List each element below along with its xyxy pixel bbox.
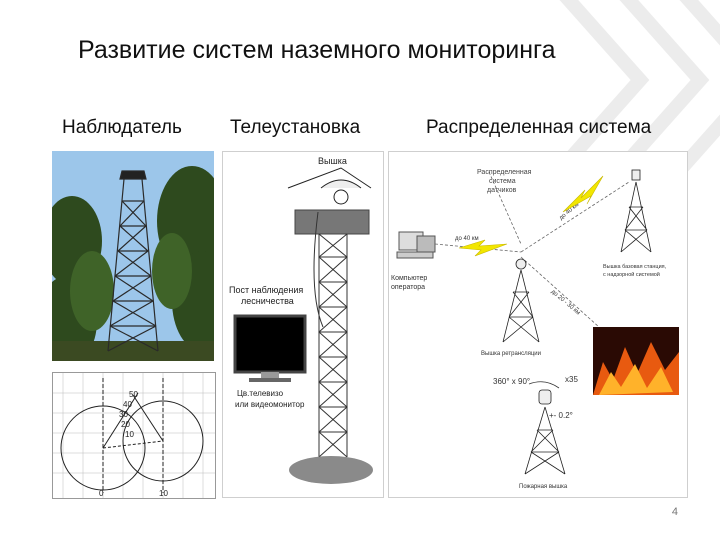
monitor-label-cont: или видеомонитор xyxy=(235,400,305,409)
chart-label: 30 xyxy=(119,410,128,419)
observation-range-chart: 50 40 30 20 10 0 10 xyxy=(52,372,216,499)
chart-label: 0 xyxy=(99,489,104,498)
watch-tower-photo xyxy=(52,151,214,361)
accuracy-label: +- 0.2° xyxy=(549,411,573,420)
rotation-label: 360° x 90° xyxy=(493,377,530,386)
computer-label-2: оператора xyxy=(391,284,425,291)
link-distance-label: до 40 км xyxy=(455,236,479,242)
chart-label: 10 xyxy=(125,430,134,439)
relay-tower-label: Вышка ретрансляции xyxy=(481,351,541,357)
link-distance-label-3: до 40 км xyxy=(558,202,580,222)
page-number: 4 xyxy=(672,506,678,518)
post-label-cont: лесничества xyxy=(241,296,294,306)
forest-fire-photo xyxy=(593,327,679,395)
teleinstallation-diagram: Вышка Пост наблюдения лесничества xyxy=(222,151,384,498)
chart-label: 50 xyxy=(129,390,138,399)
sensor-system-label: Распределенная xyxy=(477,169,532,176)
post-label: Пост наблюдения xyxy=(229,285,303,295)
column-heading-distributed-system: Распределенная система xyxy=(426,117,651,139)
computer-label: Компьютер xyxy=(391,275,427,282)
base-tower-label-2: с надзорной системой xyxy=(603,271,660,278)
sensor-system-label-3: датчиков xyxy=(487,187,517,194)
distributed-system-diagram: Распределенная система датчиков Компьюте… xyxy=(388,151,688,498)
monitor-label: Цв.телевизо xyxy=(237,389,284,398)
fire-tower-label: Пожарная вышка xyxy=(519,484,568,490)
column-heading-teleinstallation: Телеустановка xyxy=(230,117,360,139)
chart-label: 10 xyxy=(159,489,168,498)
base-tower-label: Вышка базовая станция, xyxy=(603,264,667,270)
link-distance-label-2: до 20 - 30 км xyxy=(550,289,581,316)
chart-label: 20 xyxy=(121,420,130,429)
chart-label: 40 xyxy=(123,400,132,409)
column-heading-observer: Наблюдатель xyxy=(62,117,182,139)
slide-title: Развитие систем наземного мониторинга xyxy=(78,36,556,65)
tower-label: Вышка xyxy=(318,156,347,166)
zoom-label: x35 xyxy=(565,375,578,384)
